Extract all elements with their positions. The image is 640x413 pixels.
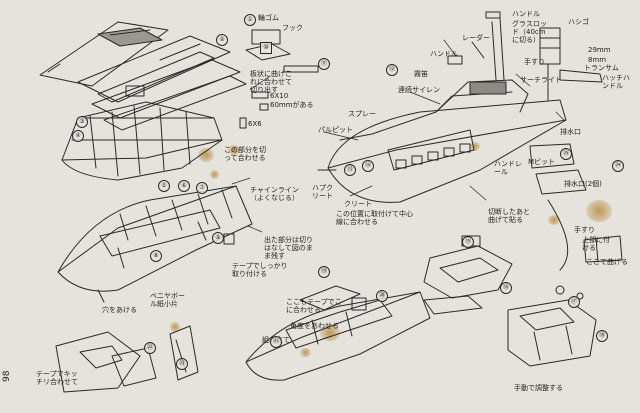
part-number: ⑱ [596,330,608,342]
label-search-light: サーチライト [520,76,562,84]
part-number: ③ [76,116,88,128]
part-number: ⑲ [318,266,330,278]
label-hand-note: 手動で調整する [514,384,563,392]
part-number: ⑬ [344,164,356,176]
part-number: ② [216,34,228,46]
label-fold-to-shape: 板状に曲げこれに合わせて切り出す [250,70,292,94]
part-number: ⑥ [178,180,190,192]
finished-boat [317,11,603,203]
label-cleat-left: ハプクリート [312,184,333,200]
label-ladder: ハシゴ [568,18,589,26]
part-number: ⑰ [568,296,580,308]
label-rail-hand: ハンドレール [494,160,522,176]
part-number: ㉕ [560,148,572,160]
label-cabin-note: ここもテープでこに合わせる [286,298,342,314]
part-number: ⑦ [196,182,208,194]
part-number: ⑫ [386,64,398,76]
label-tape-adjust: テープでしっかり取り付ける [232,262,288,278]
stain [548,215,560,225]
part-number: ⑭ [362,160,374,172]
label-grass-rod: グラスロッド（40cmに切る） [512,20,547,44]
cabin-parts [423,235,597,367]
stain [320,325,340,341]
label-spray: スプレー [348,110,376,118]
label-bend-here: ここで曲げる [586,258,628,266]
hull-frame [61,101,223,181]
label-siren: 連続サイレン [398,86,440,94]
part-number: ④ [72,130,84,142]
label-scupper: 排水口 [560,128,581,136]
label-handrail: 手すり [524,58,545,66]
label-hatch-handle: ハッチハンドル [602,74,630,90]
part-number: ⑪ [318,58,330,70]
label-dim-6x6: 6X6 [248,120,262,128]
label-hook: フック [282,24,303,32]
stain [210,170,219,179]
deck-plates [77,35,247,131]
label-pulpit: パルピット [318,126,353,134]
label-handrail-right: 手すり [574,226,595,234]
part-number: ⑤ [158,180,170,192]
label-radar: レーダー [462,34,490,42]
stain [586,200,612,222]
label-tape-edge: テープでキッチリ合わせて [36,370,78,386]
label-cut-to-match: この部分を切って合わせる [224,146,266,162]
part-number: ⑩ [260,42,272,54]
label-foghorn: 霧笛 [414,70,428,78]
label-hole-cut: 穴をあける [102,306,137,314]
page-number: 98 [2,370,12,382]
label-dim-6x10: 6X10 [270,92,289,100]
label-transom: トランサム [584,64,619,72]
label-dim-60mm: 60mmがある [270,101,314,109]
label-rubber: 輪ゴム [258,14,279,22]
stain [170,322,180,332]
part-number: ⑳ [376,290,388,302]
part-number: ㉒ [144,342,156,354]
stain [198,148,214,162]
part-number: ① [244,14,256,26]
stain [470,142,480,151]
part-number: ⑮ [462,236,474,248]
label-dim-29mm: 29mm [588,46,611,54]
part-number: ⑨ [212,232,224,244]
label-angle-note: 角度をあわせる [290,322,339,330]
stain [300,348,311,357]
stain [228,145,240,155]
label-center-align: この位置に取付けて中心線に合わせる [336,210,413,226]
right-details [529,143,623,271]
label-cleat: クリート [344,200,372,208]
part-number: ㉔ [612,160,624,172]
label-handle: ハンドル [430,50,458,58]
bottom-left-parts [55,325,199,393]
label-fit-upper: 上部に付ける [582,236,610,252]
part-number: ⑧ [150,250,162,262]
label-extend-cut: 出た部分は切りはなして図のまま残す [264,236,313,260]
label-handrail-top: ハンドル [512,10,540,18]
part-number: ㉑ [270,336,282,348]
hull-assembled [57,185,253,303]
label-fuel-inlet: 排水口(2個) [564,180,602,188]
label-dim-8mm: 8mm [588,56,607,64]
part-number: ⑯ [500,282,512,294]
label-bend-after-cut: 切断したあと曲げて貼る [488,208,530,224]
label-chine-line: チャインライン（よくなじる） [250,186,299,202]
label-bitt: Mビット [528,158,556,166]
deck-grid-part [39,21,169,87]
part-number: ㉓ [176,358,188,370]
leader-lines [231,39,565,233]
label-bow-bolt: ベニヤボール紙小片 [150,292,185,308]
